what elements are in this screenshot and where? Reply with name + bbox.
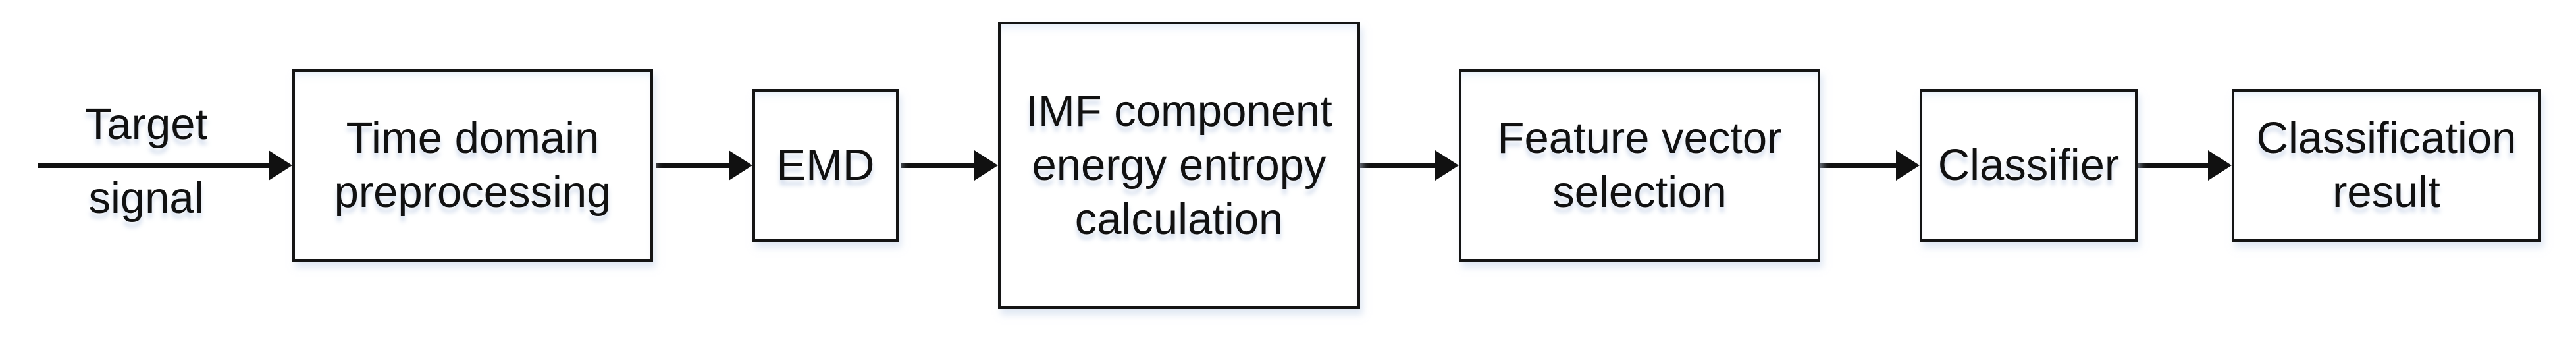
arrow-classifier-to-result	[2138, 163, 2208, 168]
node-label-line: energy entropy	[1032, 140, 1327, 190]
arrow-feature-to-classifier	[1820, 163, 1896, 168]
node-label-line: EMD	[776, 140, 875, 190]
arrow-imf-to-feature	[1360, 163, 1435, 168]
input-label-line-2: signal	[88, 173, 204, 223]
input-label-line-1: Target	[84, 100, 208, 149]
node-label-line: IMF component	[1026, 86, 1332, 136]
node-label-line: Classification	[2256, 113, 2517, 163]
node-label-line: calculation	[1074, 194, 1284, 244]
node-emd: EMD	[752, 89, 899, 242]
node-label-line: Time domain	[346, 113, 600, 163]
node-label-line: selection	[1552, 167, 1727, 217]
arrow-preprocessing-to-emd	[656, 163, 729, 168]
node-label-line: Feature vector	[1497, 113, 1782, 163]
node-feature-vector-selection: Feature vector selection	[1459, 69, 1820, 262]
node-label-line: Classifier	[1937, 140, 2120, 190]
arrow-emd-to-imf	[901, 163, 974, 168]
node-classifier: Classifier	[1920, 89, 2138, 242]
arrow-input-to-preprocessing	[38, 163, 269, 168]
node-time-domain-preprocessing: Time domain preprocessing	[292, 69, 653, 262]
node-imf-energy-entropy-calculation: IMF component energy entropy calculation	[998, 22, 1360, 309]
node-classification-result: Classification result	[2232, 89, 2541, 242]
node-label-line: preprocessing	[334, 167, 612, 217]
node-label-line: result	[2332, 167, 2440, 217]
